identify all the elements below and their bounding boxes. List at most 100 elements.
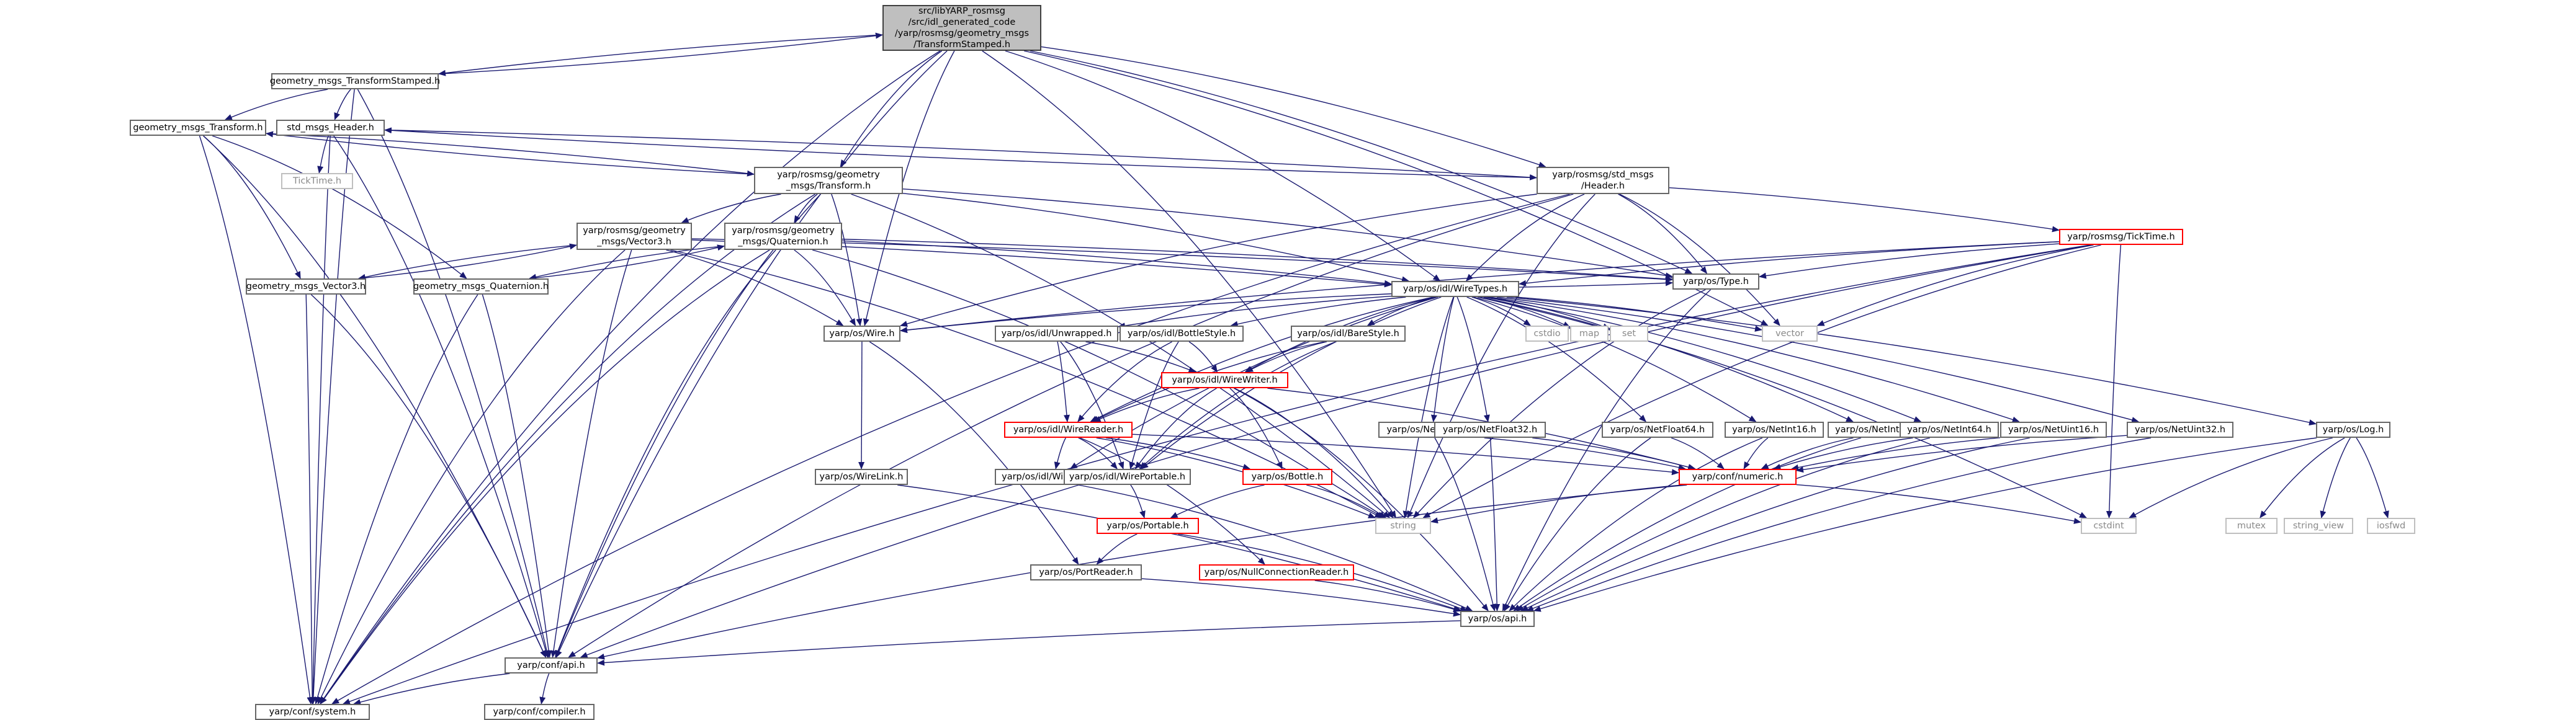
node-wiretypes[interactable]: yarp/os/idl/WireTypes.h	[1391, 281, 1519, 297]
edge-yr-quat-to-confsystem	[320, 249, 770, 704]
node-cstdint: cstdint	[2081, 518, 2137, 534]
node-gm-ts[interactable]: geometry_msgs_TransformStamped.h	[270, 73, 440, 89]
node-label-line: yarp/os/NetInt32.h	[1835, 425, 1919, 435]
edge-yr-header-to-wire	[900, 193, 1537, 327]
node-wirewriter[interactable]: yarp/os/idl/WireWriter.h	[1161, 372, 1288, 388]
node-ticktime-ext: TickTime.h	[281, 173, 353, 189]
node-gm-t[interactable]: geometry_msgs_Transform.h	[130, 120, 266, 136]
edge-barestyle-to-wirewriter	[1245, 341, 1327, 373]
edge-root-to-confsystem	[320, 50, 941, 704]
edge-gm-ts-to-std-hdr	[334, 89, 351, 120]
edge-yr-transform-to-type	[902, 188, 1673, 279]
edge-confapi-to-confcompiler	[539, 673, 550, 704]
edge-nullconnreader-to-osapi	[1314, 580, 1461, 613]
edge-yr-vector3-to-string	[670, 249, 1383, 518]
node-nullconnreader[interactable]: yarp/os/NullConnectionReader.h	[1199, 564, 1354, 580]
node-barestyle[interactable]: yarp/os/idl/BareStyle.h	[1291, 326, 1406, 342]
edge-gm-t-to-yr-transform	[266, 133, 755, 177]
node-netfloat32[interactable]: yarp/os/NetFloat32.h	[1434, 422, 1546, 438]
node-label-line: geometry_msgs_Transform.h	[133, 123, 263, 133]
node-portable[interactable]: yarp/os/Portable.h	[1097, 518, 1199, 534]
node-yr-header[interactable]: yarp/rosmsg/std_msgs/Header.h	[1537, 167, 1669, 194]
edge-wiretypes-to-cstdint	[1477, 296, 2088, 518]
node-label-line: yarp/conf/api.h	[517, 660, 585, 670]
edge-netfloat32-to-confnumeric	[1532, 437, 1696, 470]
edge-gm-ts-to-confsystem	[310, 89, 355, 704]
edge-gm-t-to-gm-q	[212, 135, 467, 279]
edge-yr-transform-to-yr-quat	[794, 193, 818, 223]
edge-wirelink-to-osapi	[897, 484, 1462, 612]
edge-wiretypes-to-netfloat64	[1466, 296, 1647, 422]
edge-yr-ticktime-to-cstdint	[2106, 244, 2122, 518]
node-unwrapped[interactable]: yarp/os/idl/Unwrapped.h	[995, 326, 1118, 342]
edge-wirewriter-to-string	[1234, 388, 1394, 518]
node-confnumeric[interactable]: yarp/conf/numeric.h	[1679, 469, 1797, 485]
node-netuint16[interactable]: yarp/os/NetUint16.h	[2000, 422, 2107, 438]
node-wirereader[interactable]: yarp/os/idl/WireReader.h	[1004, 422, 1133, 438]
node-label-line: yarp/os/Log.h	[2322, 425, 2384, 435]
edge-gm-v3-to-confsystem	[305, 294, 316, 704]
edge-yr-transform-to-wiretypes	[902, 193, 1409, 283]
edge-yr-header-to-type	[1618, 193, 1708, 274]
node-wirelink[interactable]: yarp/os/WireLink.h	[815, 469, 908, 485]
edge-root-to-wire	[863, 50, 955, 326]
node-netfloat64[interactable]: yarp/os/NetFloat64.h	[1602, 422, 1713, 438]
node-set: set	[1610, 326, 1648, 342]
node-mutex: mutex	[2225, 518, 2278, 534]
node-confsystem[interactable]: yarp/conf/system.h	[255, 704, 370, 720]
edge-wiretypes-to-netuint32	[1496, 296, 2140, 423]
node-netint64[interactable]: yarp/os/NetInt64.h	[1900, 422, 1999, 438]
edge-yr-header-to-yr-ticktime	[1669, 187, 2060, 233]
node-label-line: yarp/conf/compiler.h	[493, 707, 586, 717]
edge-bottlestyle-to-wirewriter	[1188, 341, 1218, 373]
node-type[interactable]: yarp/os/Type.h	[1672, 273, 1759, 290]
edge-wireportable-to-portable	[1130, 484, 1146, 518]
edge-root-to-type	[1030, 50, 1693, 274]
node-yr-transform[interactable]: yarp/rosmsg/geometry_msgs/Transform.h	[754, 167, 903, 194]
edge-netuint32-to-osapi	[1525, 437, 2152, 611]
node-yr-quat[interactable]: yarp/rosmsg/geometry_msgs/Quaternion.h	[724, 223, 842, 250]
node-osapi[interactable]: yarp/os/api.h	[1460, 611, 1535, 627]
node-confapi[interactable]: yarp/conf/api.h	[505, 657, 598, 673]
node-bottlestyle[interactable]: yarp/os/idl/BottleStyle.h	[1120, 326, 1244, 342]
node-wireportable[interactable]: yarp/os/idl/WirePortable.h	[1064, 469, 1191, 485]
edge-netint16-to-confnumeric	[1743, 437, 1769, 469]
node-gm-v3[interactable]: geometry_msgs_Vector3.h	[246, 278, 366, 295]
node-vector: vector	[1762, 326, 1818, 342]
edge-root-to-confapi	[555, 50, 948, 658]
node-portreader[interactable]: yarp/os/PortReader.h	[1030, 564, 1142, 580]
node-wire[interactable]: yarp/os/Wire.h	[824, 326, 900, 342]
edge-bottle-to-string	[1306, 484, 1385, 518]
edge-yr-vector3-to-confsystem	[317, 249, 626, 704]
node-string: string	[1375, 518, 1431, 534]
node-label-line: /src/idl_generated_code	[908, 17, 1016, 27]
node-bottle[interactable]: yarp/os/Bottle.h	[1242, 469, 1332, 485]
edge-gm-v3-to-confapi	[310, 294, 547, 658]
node-gm-q[interactable]: geometry_msgs_Quaternion.h	[413, 278, 549, 295]
edge-wirewriter-to-wireportable	[1134, 388, 1217, 469]
node-yr-ticktime[interactable]: yarp/rosmsg/TickTime.h	[2059, 229, 2183, 245]
edge-std-hdr-to-confapi	[333, 135, 549, 658]
edge-netuint16-to-osapi	[1520, 437, 2030, 611]
node-netint16[interactable]: yarp/os/NetInt16.h	[1725, 422, 1824, 438]
edge-type-to-osapi	[1502, 289, 1712, 611]
edge-yr-ticktime-to-type	[1759, 243, 2060, 279]
node-yr-vector3[interactable]: yarp/rosmsg/geometry_msgs/Vector3.h	[577, 223, 692, 250]
edge-confnumeric-to-string	[1430, 484, 1683, 524]
node-log[interactable]: yarp/os/Log.h	[2316, 422, 2390, 438]
edge-wirestate-to-osapi	[1078, 484, 1473, 611]
edge-type-to-string	[1412, 289, 1706, 518]
node-netuint32[interactable]: yarp/os/NetUint32.h	[2127, 422, 2233, 438]
edge-yr-vector3-to-confapi	[550, 249, 632, 658]
node-label-line: string_view	[2292, 521, 2345, 531]
node-label-line: yarp/os/NetInt64.h	[1907, 425, 1991, 435]
node-confcompiler[interactable]: yarp/conf/compiler.h	[484, 704, 595, 720]
edge-barestyle-to-wireportable	[1139, 341, 1336, 469]
node-label-line: /TransformStamped.h	[913, 40, 1011, 50]
node-std-hdr[interactable]: std_msgs_Header.h	[276, 120, 385, 136]
edge-yr-ticktime-to-confapi	[580, 244, 2092, 658]
node-cstdio: cstdio	[1525, 326, 1569, 342]
edge-yr-ticktime-to-wiretypes	[1519, 241, 2060, 287]
node-label-line: std_msgs_Header.h	[287, 123, 374, 133]
edge-wirewriter-to-confnumeric	[1267, 388, 1696, 471]
